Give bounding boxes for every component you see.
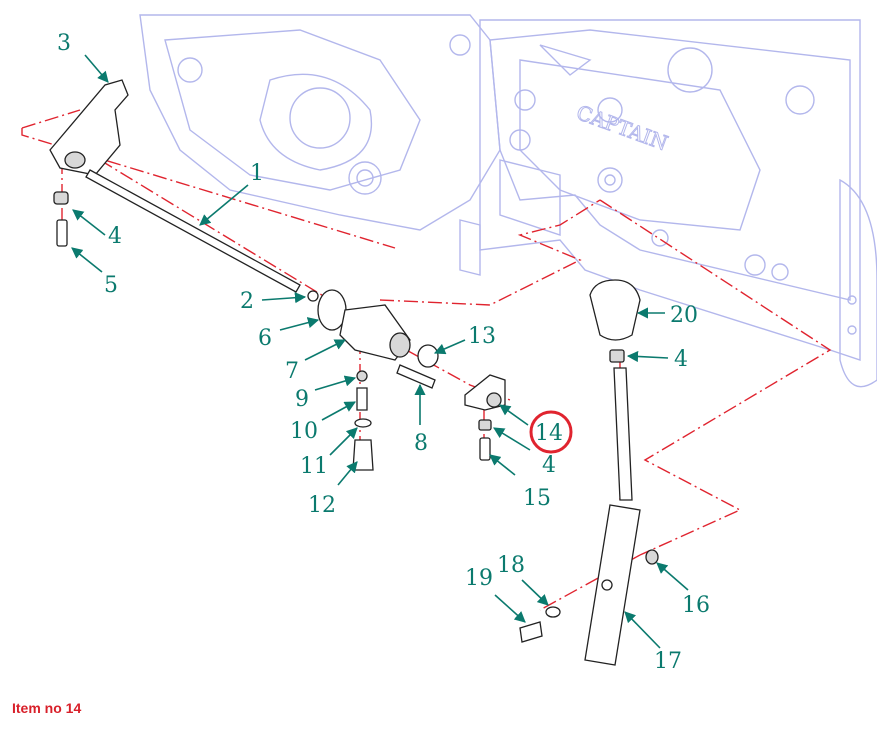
callout-18: 18 xyxy=(497,553,525,578)
callout-14: 14 xyxy=(535,421,563,446)
callout-6: 6 xyxy=(258,326,272,351)
callout-4b: 4 xyxy=(542,453,556,478)
plug-12 xyxy=(352,439,374,471)
tractor-housing-background: CAPTAIN xyxy=(139,14,877,388)
callout-13: 13 xyxy=(468,324,496,349)
item-caption: Item no 14 xyxy=(12,700,82,716)
callout-numbers: 3 1 4 5 2 6 7 9 10 11 12 8 13 14 4 15 20… xyxy=(57,31,710,674)
callout-19: 19 xyxy=(465,566,493,591)
callout-2: 2 xyxy=(240,289,254,314)
highlight-circle xyxy=(529,410,573,454)
callout-1: 1 xyxy=(250,161,264,186)
callout-17: 17 xyxy=(654,649,682,674)
leader-lines xyxy=(71,54,689,649)
callout-4: 4 xyxy=(108,224,122,249)
callout-16: 16 xyxy=(682,593,710,618)
callout-12: 12 xyxy=(308,493,336,518)
callout-8: 8 xyxy=(414,431,428,456)
shift-fork xyxy=(49,79,129,176)
callout-20: 20 xyxy=(670,303,698,328)
knob-20 xyxy=(589,279,641,341)
callout-9: 9 xyxy=(295,387,309,412)
callout-11: 11 xyxy=(300,454,328,479)
callout-3: 3 xyxy=(57,31,71,56)
callout-4c: 4 xyxy=(674,347,688,372)
callout-5: 5 xyxy=(104,273,118,298)
shift-rail xyxy=(85,169,301,293)
callout-7: 7 xyxy=(285,359,299,384)
callout-15: 15 xyxy=(523,486,551,511)
shift-lever xyxy=(613,367,633,501)
parts xyxy=(49,79,659,666)
callout-10: 10 xyxy=(290,419,318,444)
